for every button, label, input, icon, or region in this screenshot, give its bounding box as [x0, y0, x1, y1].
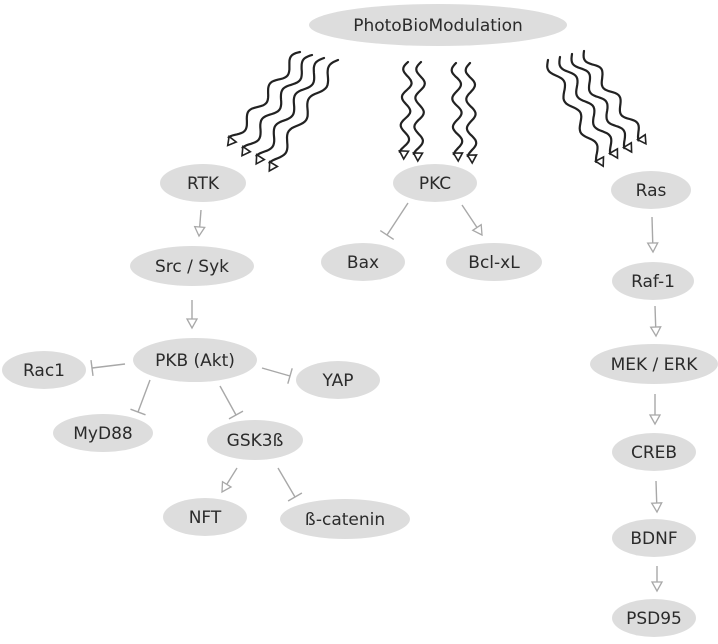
activation-edge — [461, 204, 478, 228]
light-ray — [558, 55, 613, 156]
activation-edge — [651, 216, 654, 244]
edges — [90, 202, 664, 593]
label-yap: YAP — [322, 371, 354, 391]
label-bax: Bax — [347, 253, 379, 273]
node-bdnf: BDNF — [612, 519, 696, 557]
light-ray — [227, 50, 302, 139]
activation-arrowhead — [185, 318, 199, 330]
light-ray-arrowhead — [636, 133, 647, 146]
light-ray-arrowhead — [622, 141, 633, 154]
inhibition-bar — [287, 368, 293, 384]
label-photobiomodulation: PhotoBioModulation — [353, 16, 523, 36]
light-ray — [241, 53, 314, 149]
node-rac1: Rac1 — [2, 351, 86, 389]
activation-arrowhead — [648, 414, 662, 426]
inhibition-edge — [91, 363, 126, 369]
label-bdnf: BDNF — [630, 529, 677, 549]
node-rtk: RTK — [160, 164, 246, 202]
light-ray — [450, 61, 464, 156]
light-ray — [464, 61, 478, 158]
activation-edge — [654, 305, 657, 328]
activation-edge — [655, 480, 658, 504]
node-raf-1: Raf-1 — [612, 262, 694, 300]
node-yap: YAP — [296, 361, 380, 399]
light-ray — [268, 58, 340, 164]
label-bcl-xl: Bcl-xL — [468, 253, 520, 273]
activation-arrowhead — [646, 242, 659, 254]
light-waves — [226, 49, 647, 173]
light-ray-arrowhead — [241, 145, 252, 158]
label-b-catenin: ß-catenin — [305, 510, 385, 530]
inhibition-bar — [287, 492, 303, 502]
inhibition-edge — [137, 379, 151, 413]
light-ray-arrowhead — [608, 147, 619, 160]
light-ray-arrowhead — [398, 149, 410, 161]
light-ray — [255, 56, 326, 157]
label-psd95: PSD95 — [626, 609, 682, 629]
activation-arrowhead — [650, 581, 664, 593]
node-myd88: MyD88 — [53, 414, 153, 452]
inhibition-bar — [228, 410, 244, 420]
node-gsk3b: GSK3ß — [207, 420, 303, 460]
node-b-catenin: ß-catenin — [280, 499, 410, 539]
inhibition-edge — [386, 202, 409, 236]
node-bcl-xl: Bcl-xL — [446, 243, 542, 281]
label-pkc: PKC — [419, 174, 451, 194]
inhibition-edge — [277, 467, 296, 498]
light-ray-arrowhead — [452, 152, 464, 163]
light-ray — [412, 60, 426, 155]
label-src-syk: Src / Syk — [155, 257, 229, 277]
label-mek-erk: MEK / ERK — [611, 355, 699, 375]
activation-edge — [198, 209, 202, 228]
light-ray — [398, 60, 413, 153]
label-gsk3b: GSK3ß — [227, 431, 284, 451]
light-ray — [570, 52, 627, 150]
node-pkb-akt: PKB (Akt) — [133, 338, 257, 382]
light-ray-arrowhead — [268, 160, 279, 173]
light-ray-arrowhead — [226, 135, 238, 147]
node-pkc: PKC — [393, 164, 477, 202]
light-ray — [582, 49, 640, 142]
activation-arrowhead — [221, 480, 233, 494]
node-psd95: PSD95 — [612, 599, 696, 637]
light-ray-arrowhead — [412, 152, 424, 163]
activation-arrowhead — [649, 326, 662, 338]
inhibition-edge — [261, 367, 291, 377]
label-raf-1: Raf-1 — [631, 272, 675, 292]
label-myd88: MyD88 — [73, 424, 132, 444]
node-nft: NFT — [163, 498, 247, 536]
label-creb: CREB — [631, 443, 677, 463]
inhibition-bar — [90, 360, 94, 376]
node-ras: Ras — [611, 171, 691, 209]
node-bax: Bax — [321, 243, 405, 281]
label-nft: NFT — [189, 508, 222, 528]
light-ray-arrowhead — [466, 154, 478, 165]
activation-arrowhead — [193, 225, 206, 238]
light-ray — [546, 58, 599, 164]
node-creb: CREB — [612, 433, 696, 471]
label-ras: Ras — [636, 181, 667, 201]
node-photobiomodulation: PhotoBioModulation — [309, 4, 567, 46]
inhibition-bar — [379, 230, 395, 240]
label-rtk: RTK — [187, 174, 220, 194]
inhibition-edge — [219, 385, 237, 416]
label-pkb-akt: PKB (Akt) — [155, 351, 235, 371]
activation-edge — [226, 467, 238, 485]
activation-arrowhead — [650, 502, 663, 514]
light-ray-arrowhead — [255, 153, 266, 166]
label-rac1: Rac1 — [23, 361, 65, 381]
activation-arrowhead — [471, 223, 483, 237]
node-src-syk: Src / Syk — [130, 246, 254, 286]
inhibition-bar — [130, 408, 146, 416]
light-ray-arrowhead — [593, 155, 605, 168]
node-mek-erk: MEK / ERK — [590, 344, 718, 384]
